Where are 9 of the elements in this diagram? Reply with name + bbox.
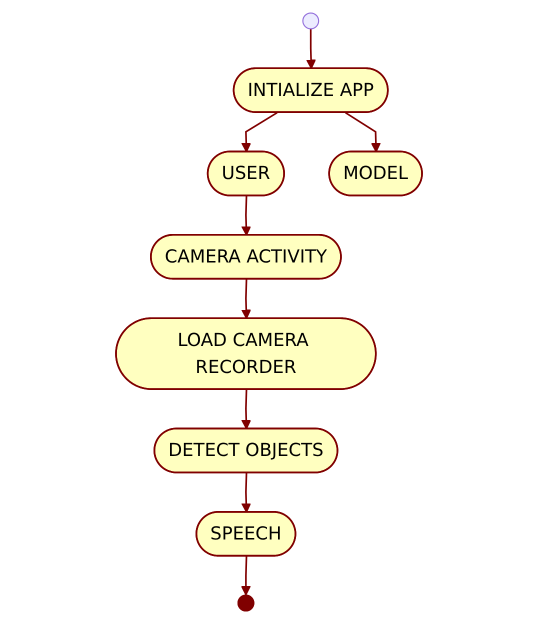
arrow <box>241 390 252 430</box>
arrow <box>306 28 316 70</box>
arrow <box>240 556 251 596</box>
arrow <box>241 196 252 236</box>
arrow <box>345 112 381 153</box>
arrow <box>241 473 252 513</box>
arrow <box>241 279 252 320</box>
node-circle <box>302 12 320 30</box>
arrow <box>241 112 278 153</box>
